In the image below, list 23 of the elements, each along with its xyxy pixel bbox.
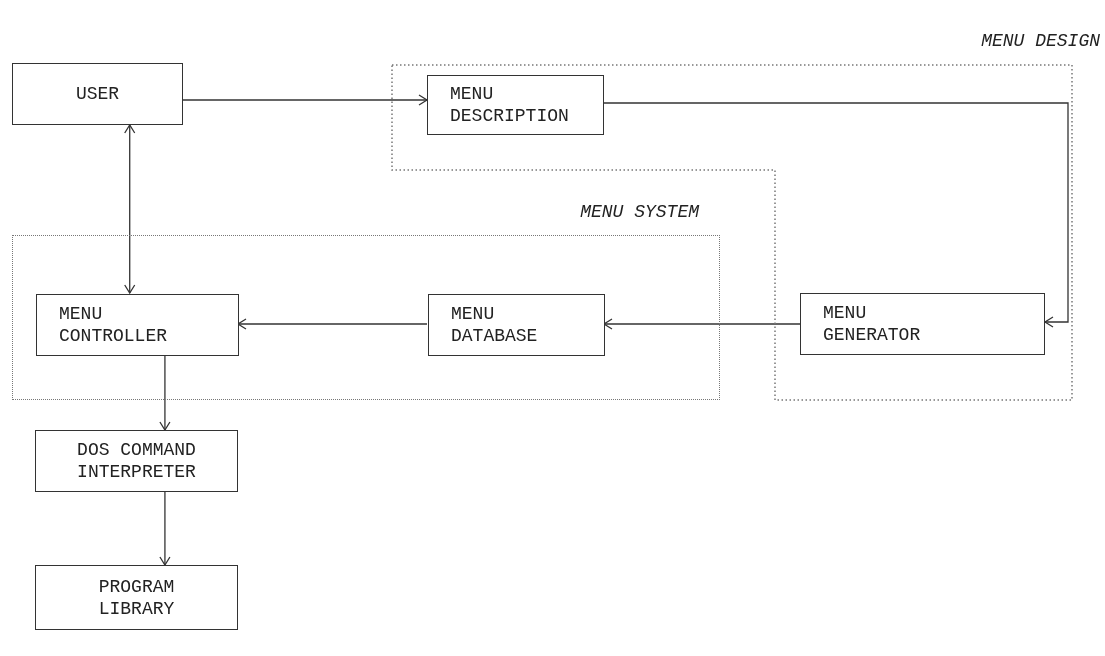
- process-box: [427, 75, 604, 135]
- arrow: [182, 94, 428, 106]
- box-label: MENU CONTROLLER: [59, 303, 169, 347]
- box-label: USER: [75, 83, 120, 105]
- box-label: PROGRAM LIBRARY: [97, 575, 176, 620]
- group-heading: MENU SYSTEM: [580, 202, 699, 222]
- box-label: DOS COMMAND INTERPRETER: [76, 439, 197, 483]
- arrow: [159, 354, 171, 431]
- arrow: [603, 318, 801, 330]
- process-box: [428, 294, 605, 356]
- process-box: [800, 293, 1045, 355]
- process-box: [12, 63, 183, 125]
- process-box: [36, 294, 239, 356]
- arrow: [603, 102, 1069, 328]
- group-heading: MENU DESIGN: [981, 31, 1100, 51]
- arrow: [237, 318, 428, 330]
- box-label: MENU DATABASE: [451, 303, 539, 347]
- process-box: [35, 565, 238, 630]
- arrow: [124, 124, 136, 294]
- box-label: MENU DESCRIPTION: [450, 83, 570, 127]
- process-box: [35, 430, 238, 492]
- box-label: MENU GENERATOR: [823, 302, 922, 346]
- arrow: [159, 491, 171, 566]
